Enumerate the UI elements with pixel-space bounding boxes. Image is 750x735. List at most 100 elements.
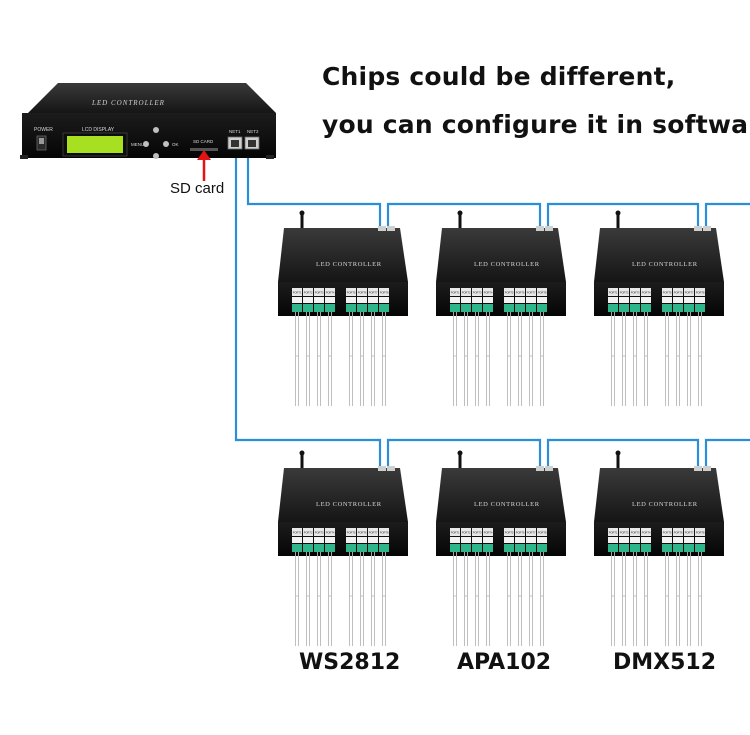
lcd-display-label: LCD DISPLAY	[82, 127, 115, 133]
terminal-block	[357, 544, 367, 552]
master-left-foot	[20, 155, 28, 159]
sub-controller-net-out	[387, 226, 395, 231]
terminal-block	[461, 304, 471, 312]
sub-controller-net-in	[378, 226, 386, 231]
port-label-box	[684, 288, 694, 296]
sub-controller-title: LED CONTROLLER	[316, 501, 382, 508]
port-screw-row	[662, 297, 672, 303]
port-label-box	[684, 528, 694, 536]
terminal-block	[695, 304, 705, 312]
port-label: PORT7	[527, 531, 536, 535]
terminal-block	[695, 544, 705, 552]
port-label: PORT5	[347, 291, 356, 295]
terminal-block	[450, 544, 460, 552]
port-label: PORT2	[462, 291, 471, 295]
terminal-block	[526, 544, 536, 552]
port-label: PORT2	[304, 291, 313, 295]
terminal-block	[630, 544, 640, 552]
port-screw-row	[630, 297, 640, 303]
port-label-box	[303, 288, 313, 296]
terminal-block	[662, 304, 672, 312]
sub-controller-top-face	[594, 468, 724, 522]
port-label-box	[608, 288, 618, 296]
menu-button[interactable]	[143, 141, 149, 147]
port-label: PORT1	[293, 291, 302, 295]
port-screw-row	[461, 537, 471, 543]
port-label: PORT6	[674, 291, 683, 295]
network-cables	[234, 148, 750, 466]
port-label-box	[515, 288, 525, 296]
sub-controller-title: LED CONTROLLER	[316, 261, 382, 268]
port-screw-row	[526, 537, 536, 543]
port-screw-row	[472, 537, 482, 543]
port-label-box	[357, 528, 367, 536]
sub-controller-net-out	[703, 466, 711, 471]
port-label: PORT4	[642, 531, 651, 535]
port-screw-row	[695, 537, 705, 543]
port-label: PORT7	[527, 291, 536, 295]
port-screw-row	[662, 537, 672, 543]
terminal-block	[504, 304, 514, 312]
port-label: PORT7	[369, 291, 378, 295]
port-label: PORT3	[473, 291, 482, 295]
chip-label-ws2812: WS2812	[299, 650, 401, 675]
port-label-box	[461, 528, 471, 536]
master-front-face	[22, 113, 276, 158]
sub-controller-top-face	[278, 468, 408, 522]
terminal-block	[379, 304, 389, 312]
sub-controller-net-out	[387, 466, 395, 471]
master-title: LED CONTROLLER	[91, 99, 165, 107]
down-button[interactable]	[153, 153, 159, 159]
port-label-box	[292, 528, 302, 536]
terminal-block	[303, 304, 313, 312]
ok-button[interactable]	[163, 141, 169, 147]
sd-card-slot[interactable]	[190, 148, 218, 151]
port-label: PORT4	[326, 531, 335, 535]
port-label: PORT6	[358, 291, 367, 295]
port-screw-row	[619, 297, 629, 303]
port-screw-row	[515, 297, 525, 303]
sub-controller-top-face	[436, 468, 566, 522]
port-label-box	[630, 528, 640, 536]
network-cable-2	[246, 148, 382, 226]
port-screw-row	[368, 537, 378, 543]
port-label: PORT8	[696, 531, 705, 535]
sub-controller-title: LED CONTROLLER	[632, 261, 698, 268]
terminal-block	[641, 544, 651, 552]
network-cable-8	[704, 438, 750, 466]
port-label-box	[292, 288, 302, 296]
port-label: PORT3	[631, 531, 640, 535]
port-label: PORT8	[538, 291, 547, 295]
sub-controller-net-in	[378, 466, 386, 471]
up-button[interactable]	[153, 127, 159, 133]
port-label-box	[526, 528, 536, 536]
sub-controller-antenna-tip	[299, 450, 305, 456]
terminal-block	[472, 544, 482, 552]
ok-label: OK	[172, 142, 179, 147]
port-label-box	[695, 528, 705, 536]
chip-label-dmx512: DMX512	[613, 650, 717, 675]
terminal-block	[673, 544, 683, 552]
port-screw-row	[608, 537, 618, 543]
port-label: PORT1	[609, 291, 618, 295]
port-label: PORT5	[663, 291, 672, 295]
port-screw-row	[346, 297, 356, 303]
terminal-block	[483, 544, 493, 552]
port-label: PORT1	[609, 531, 618, 535]
port-label: PORT5	[347, 531, 356, 535]
port-label-box	[325, 528, 335, 536]
port-label: PORT1	[451, 291, 460, 295]
port-label-box	[630, 288, 640, 296]
terminal-block	[314, 304, 324, 312]
port-label: PORT6	[516, 291, 525, 295]
terminal-block	[379, 544, 389, 552]
terminal-block	[472, 304, 482, 312]
terminal-block	[515, 304, 525, 312]
terminal-block	[662, 544, 672, 552]
port-screw-row	[504, 297, 514, 303]
